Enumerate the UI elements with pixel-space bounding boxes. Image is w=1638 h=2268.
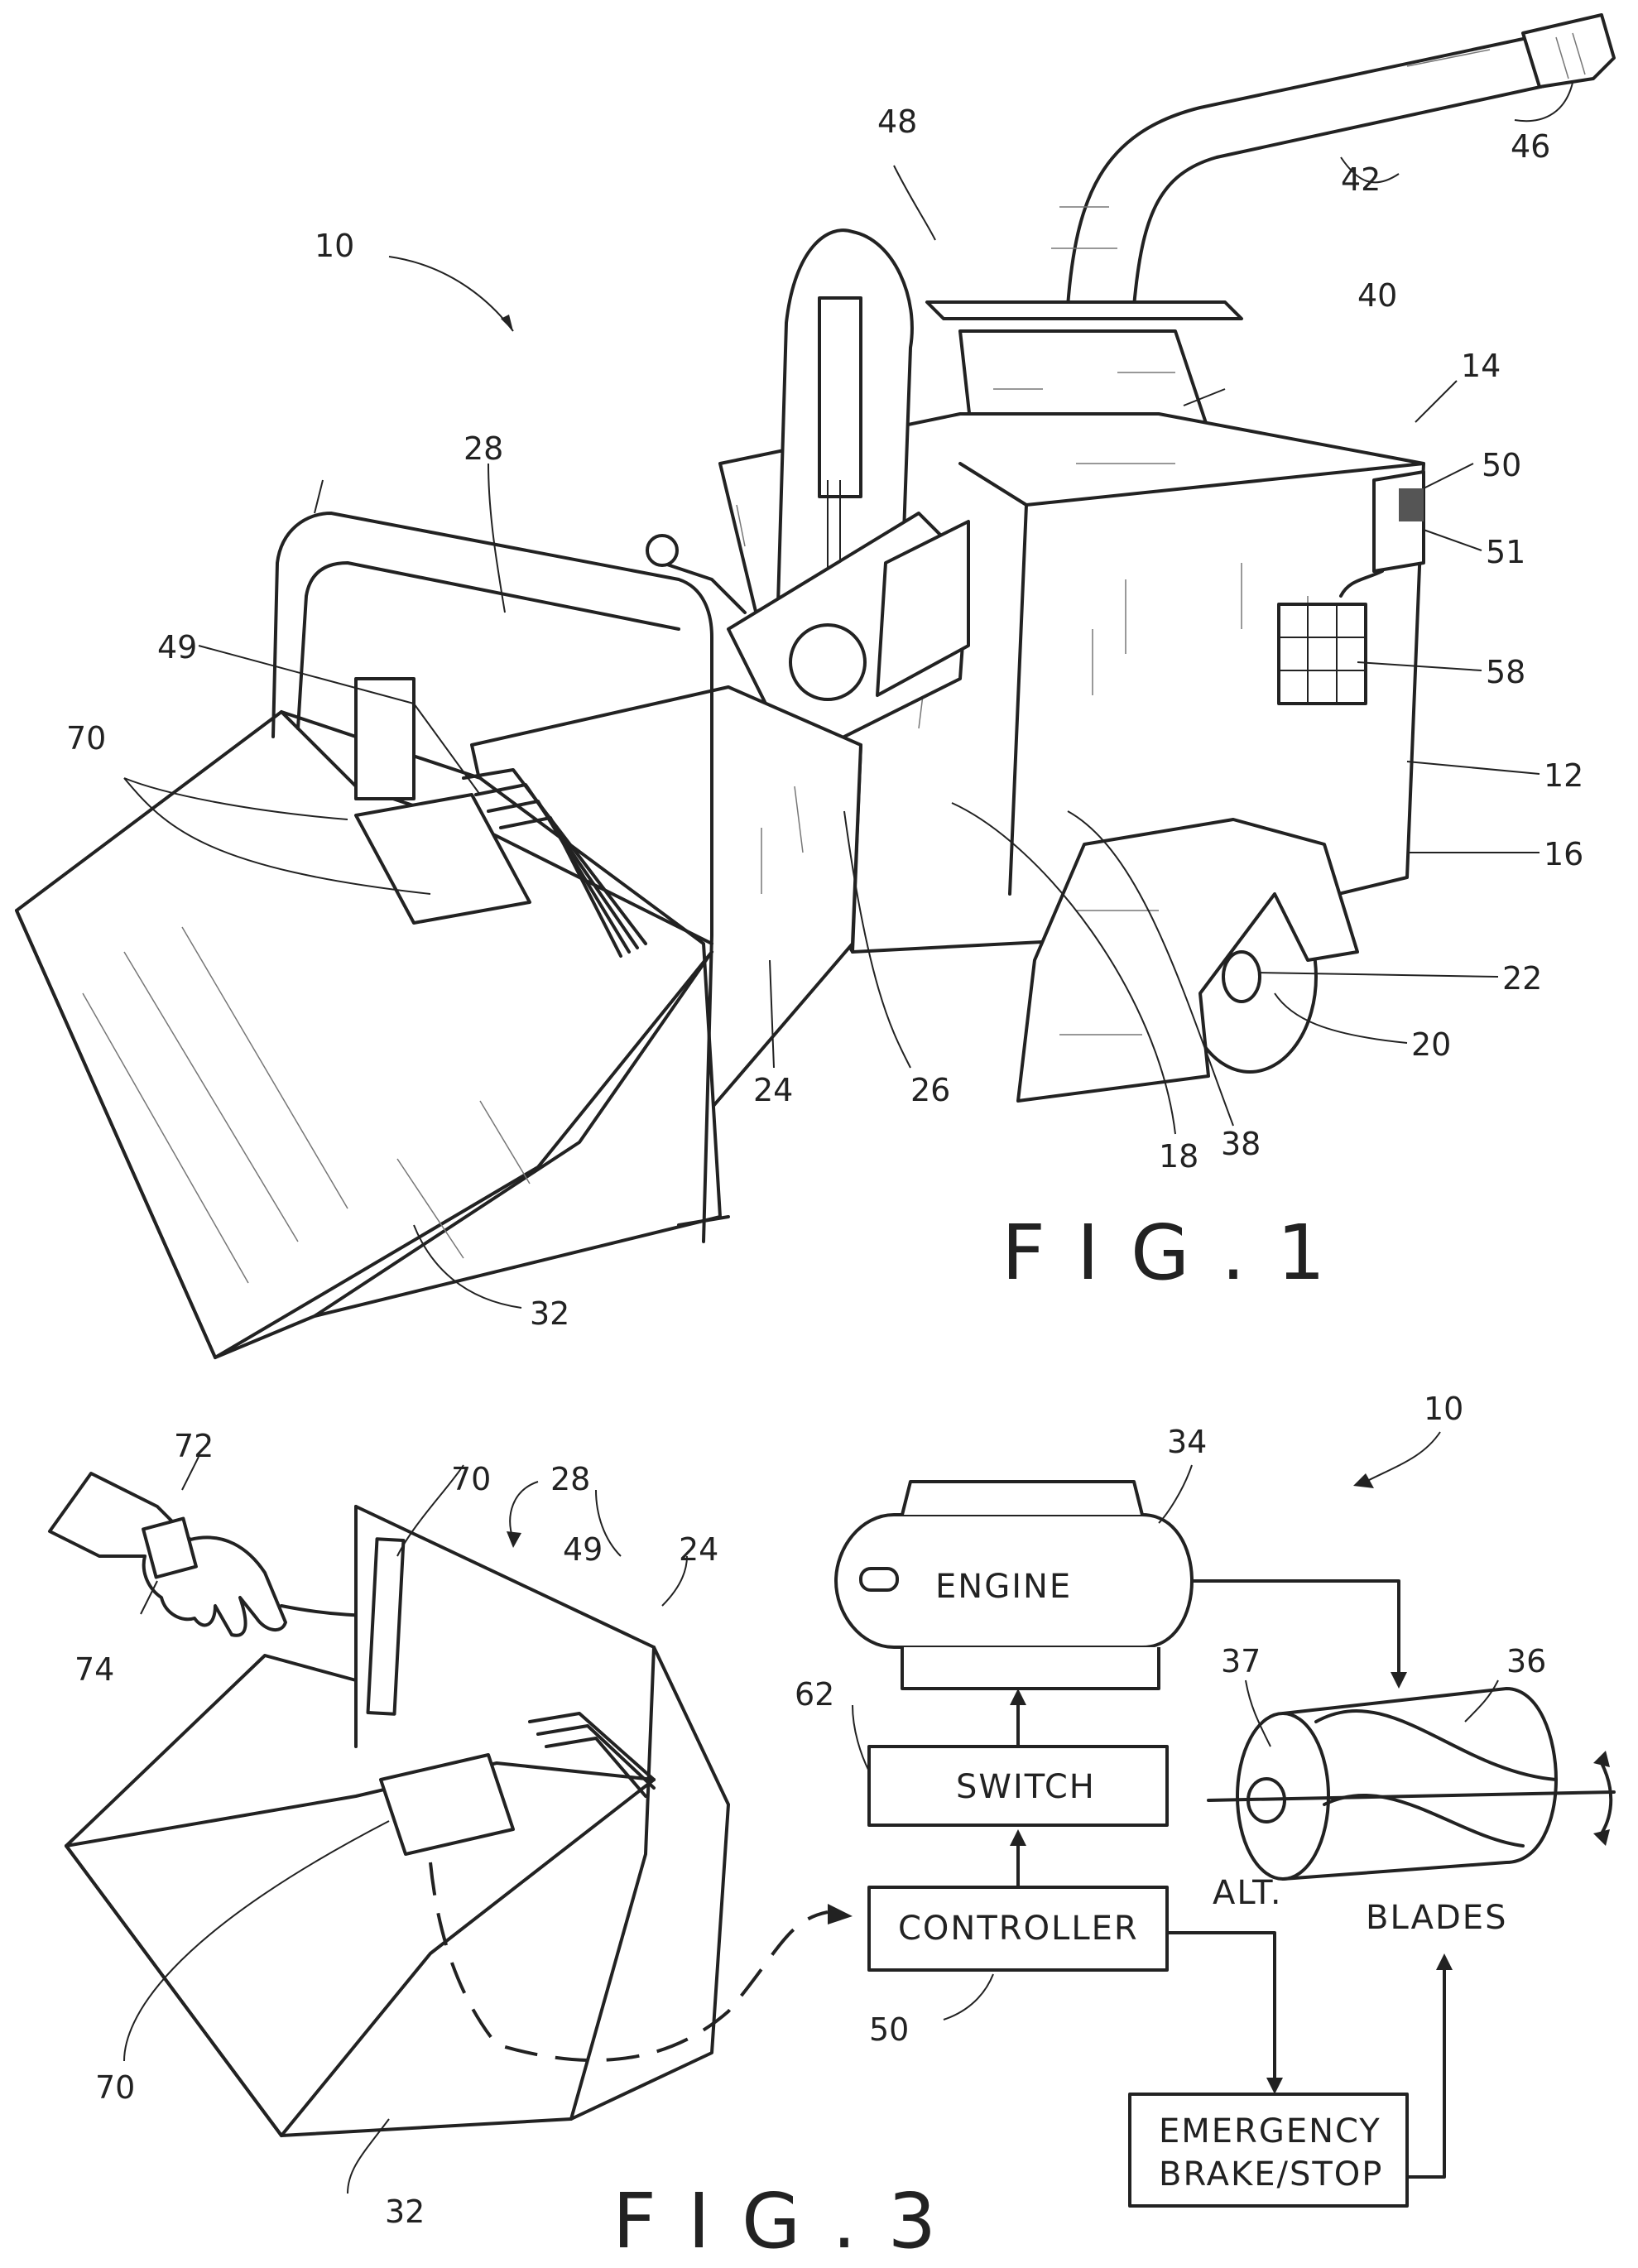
ref-label: 49 bbox=[157, 629, 197, 666]
ref-label: 70 bbox=[95, 2069, 135, 2106]
ref-label: 28 bbox=[550, 1461, 590, 1497]
engine-block: ENGINE bbox=[836, 1482, 1192, 1689]
ref-label: 72 bbox=[174, 1428, 214, 1464]
ref-label: 24 bbox=[753, 1072, 793, 1108]
figure-caption-fig1: FIG.1 bbox=[1002, 1208, 1357, 1297]
ref-label: 22 bbox=[1502, 960, 1542, 997]
emergency-label-line1: EMERGENCY bbox=[1159, 2112, 1381, 2150]
ref-label: 51 bbox=[1486, 534, 1525, 570]
ref-label: 48 bbox=[877, 103, 917, 140]
fig3-illustration: ENGINE SWITCH CONTROLLER EMERGENCY BRAKE… bbox=[50, 1391, 1614, 2264]
ref-label: 18 bbox=[1159, 1138, 1198, 1175]
ref-label: 32 bbox=[385, 2194, 425, 2230]
ref-label: 50 bbox=[869, 2011, 909, 2048]
fig3-block-diagram: ENGINE SWITCH CONTROLLER EMERGENCY BRAKE… bbox=[836, 1482, 1614, 2206]
blades-label: BLADES bbox=[1366, 1899, 1507, 1937]
ref-label: 20 bbox=[1411, 1026, 1451, 1063]
ref-label: 74 bbox=[74, 1651, 114, 1688]
figure-caption-fig3: FIG.3 bbox=[612, 2177, 968, 2264]
ref-label: 49 bbox=[563, 1531, 603, 1568]
ref-label: 38 bbox=[1221, 1126, 1261, 1162]
ref-label: 16 bbox=[1544, 836, 1583, 872]
ref-label: 26 bbox=[910, 1072, 950, 1108]
ref-label: 70 bbox=[66, 720, 106, 757]
ref-label: 70 bbox=[451, 1461, 491, 1497]
engine-label: ENGINE bbox=[935, 1568, 1072, 1606]
discharge-chute bbox=[927, 15, 1614, 480]
keypad-58 bbox=[1279, 604, 1366, 704]
ref-label: 40 bbox=[1357, 277, 1397, 314]
ref-label: 46 bbox=[1511, 128, 1550, 165]
ref-label: 34 bbox=[1167, 1424, 1207, 1460]
emergency-label-line2: BRAKE/STOP bbox=[1159, 2155, 1383, 2194]
controller-label: CONTROLLER bbox=[898, 1910, 1139, 1948]
ref-label: 12 bbox=[1544, 757, 1583, 794]
ref-label: 58 bbox=[1486, 654, 1525, 690]
ref-label: 32 bbox=[530, 1295, 569, 1332]
ref-label: 14 bbox=[1461, 348, 1501, 384]
switch-label: SWITCH bbox=[956, 1768, 1096, 1806]
ref-label: 50 bbox=[1482, 447, 1521, 483]
ref-label: 62 bbox=[795, 1676, 834, 1713]
ref-label: 10 bbox=[315, 228, 354, 264]
ref-label: 28 bbox=[464, 430, 503, 467]
ref-label: 37 bbox=[1221, 1643, 1261, 1679]
ref-label: 24 bbox=[679, 1531, 718, 1568]
ref-label: 42 bbox=[1341, 161, 1381, 198]
ref-label: 10 bbox=[1424, 1391, 1463, 1427]
fig1-chipper-illustration: 10 48 42 46 40 14 50 51 58 12 16 22 20 3… bbox=[17, 15, 1614, 1357]
ref-label: 36 bbox=[1506, 1643, 1546, 1679]
alt-label: ALT. bbox=[1213, 1874, 1283, 1912]
